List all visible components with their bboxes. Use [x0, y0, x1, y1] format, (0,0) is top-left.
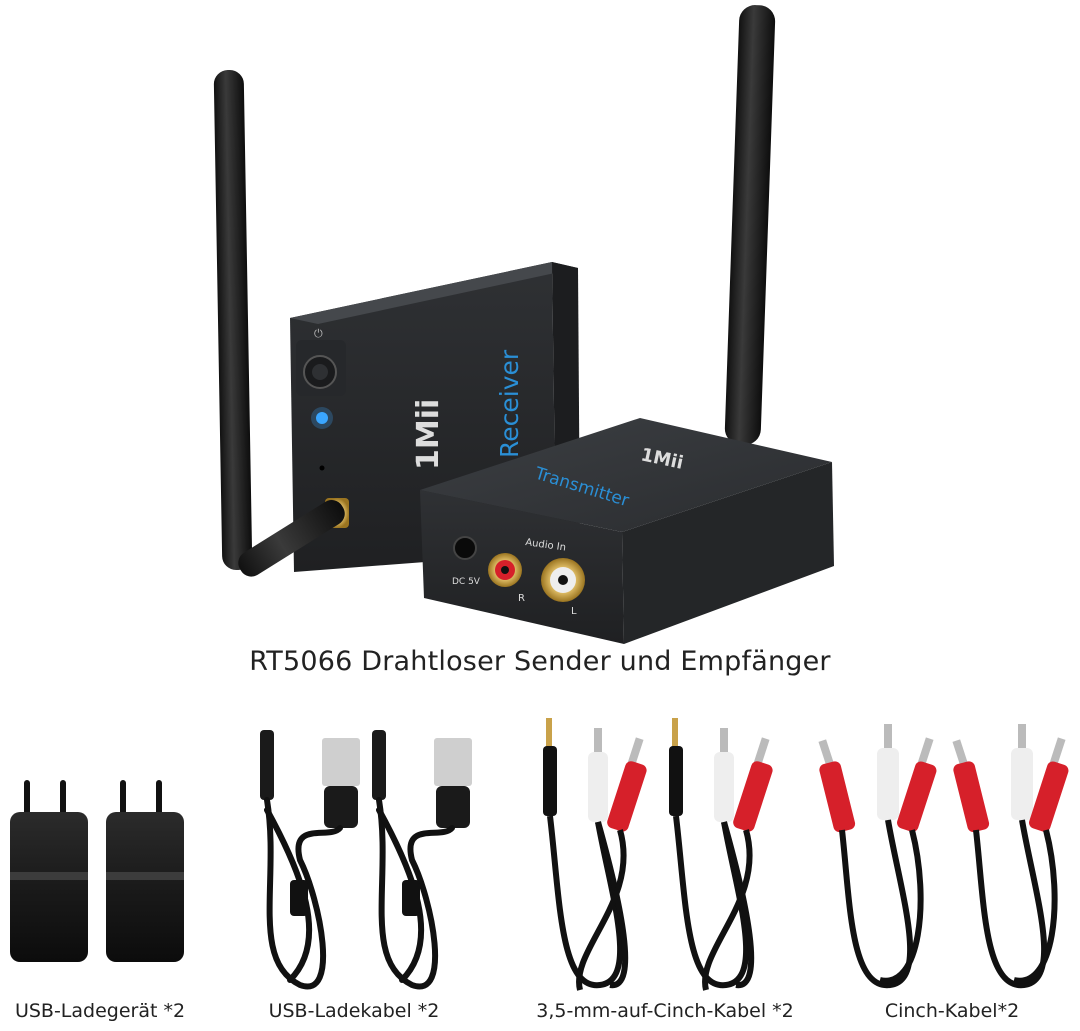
status-led	[316, 412, 328, 424]
transmitter-unit: 1Mii Transmitter DC 5V Audio In R L	[420, 5, 834, 644]
rca-right-label: R	[518, 593, 525, 604]
product-title: RT5066 Drahtloser Sender und Empfänger	[249, 646, 831, 677]
accessory-label-usb-cable: USB-Ladekabel *2	[268, 1000, 440, 1022]
accessory-label-aux-cable: 3,5-mm-auf-Cinch-Kabel *2	[536, 1000, 794, 1022]
receiver-antenna-2	[238, 500, 345, 577]
transmitter-antenna	[724, 5, 776, 445]
accessory-label-charger: USB-Ladegerät *2	[14, 1000, 186, 1022]
svg-text:⏻: ⏻	[314, 327, 323, 340]
accessory-label-rca-cable: Cinch-Kabel*2	[884, 1000, 1020, 1022]
rca-left-label: L	[571, 606, 577, 617]
aux-to-rca-cable-icon	[543, 718, 773, 991]
usb-cable-icon	[260, 730, 472, 990]
rca-cable-icon	[818, 724, 1069, 989]
dc-label: DC 5V	[452, 577, 481, 587]
receiver-label: Receiver	[495, 349, 524, 458]
receiver-antenna	[213, 70, 253, 570]
dc-jack	[453, 536, 477, 560]
receiver-brand-logo: 1Mii	[411, 399, 446, 470]
usb-charger-icon	[10, 780, 184, 962]
